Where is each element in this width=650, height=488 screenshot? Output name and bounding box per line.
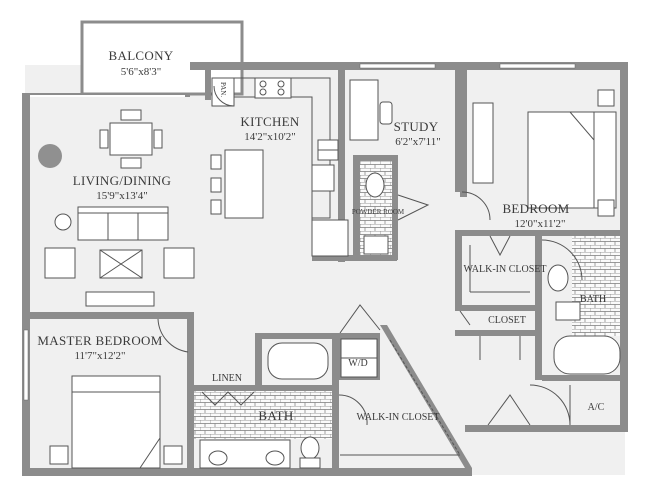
walk-in-closet-1	[469, 235, 530, 293]
coffee-table	[44, 247, 195, 307]
dishwasher	[311, 164, 335, 192]
master-bathtub	[267, 342, 329, 380]
toilet-icon	[555, 301, 581, 321]
cooktop	[254, 77, 292, 99]
master-nightstand-right	[163, 445, 183, 465]
pantry	[211, 77, 235, 107]
master-bedroom-furniture	[49, 318, 189, 469]
nightstand-bottom	[597, 199, 615, 217]
master-bedroom-dims: 11'7"x12'2"	[74, 350, 125, 362]
master-bath	[194, 342, 332, 469]
study-shelf	[472, 102, 494, 184]
walk-in-closet-1-label: WALK-IN CLOSET	[463, 264, 546, 275]
bath-2-label: BATH	[580, 294, 606, 305]
living-dining-dims: 15'9"x13'4"	[96, 190, 147, 202]
study-label: STUDY	[394, 119, 439, 134]
refrigerator	[311, 219, 349, 257]
living-dining-label: LIVING/DINING	[73, 173, 172, 188]
kitchen-island	[210, 149, 264, 219]
linen-label: LINEN	[212, 373, 242, 384]
exterior-walls	[22, 62, 628, 476]
bed	[527, 111, 617, 209]
toilet-icon	[300, 436, 320, 460]
walk-in-closet-2-label: WALK-IN CLOSET	[356, 412, 439, 423]
dining-table	[38, 109, 163, 169]
sink-icon	[547, 264, 569, 292]
powder-room-label: POWDER ROOM	[352, 208, 405, 216]
study-dims: 6'2"x7'11"	[395, 136, 441, 148]
washer-dryer-label: W/D	[348, 358, 367, 369]
pantry-label: PAN.	[219, 82, 227, 97]
entry-door	[487, 384, 571, 426]
kitchen-label: KITCHEN	[240, 114, 299, 129]
walk-in-closet-2	[338, 339, 461, 456]
closet-label: CLOSET	[488, 315, 526, 326]
kitchen-counter	[211, 77, 349, 257]
master-bed	[71, 375, 161, 469]
bathtub	[553, 335, 621, 375]
bedroom-dims: 12'0"x11'2"	[514, 218, 565, 230]
ac-label: A/C	[588, 402, 605, 413]
study-desk	[349, 79, 494, 184]
master-bedroom-label: MASTER BEDROOM	[37, 333, 162, 348]
toilet-icon	[365, 172, 385, 198]
powder-room	[360, 161, 430, 255]
nightstand-top	[597, 89, 615, 107]
master-nightstand-left	[49, 445, 69, 465]
armchair-left	[44, 247, 76, 279]
balcony-label: BALCONY	[109, 48, 174, 63]
side-table	[54, 213, 72, 231]
closet-doors	[459, 310, 521, 360]
plant-icon	[38, 144, 62, 168]
sink-icon	[363, 235, 389, 255]
bath-2	[541, 236, 621, 375]
kitchen-dims: 14'2"x10'2"	[244, 131, 295, 143]
master-bath-label: BATH	[258, 408, 293, 423]
tv-console	[85, 291, 155, 307]
armchair-right	[163, 247, 195, 279]
bedroom-label: BEDROOM	[502, 201, 569, 216]
balcony-dims: 5'6"x8'3"	[121, 66, 161, 78]
bedroom-furniture	[461, 89, 617, 221]
sofa	[54, 206, 169, 241]
washer-dryer	[339, 304, 381, 378]
